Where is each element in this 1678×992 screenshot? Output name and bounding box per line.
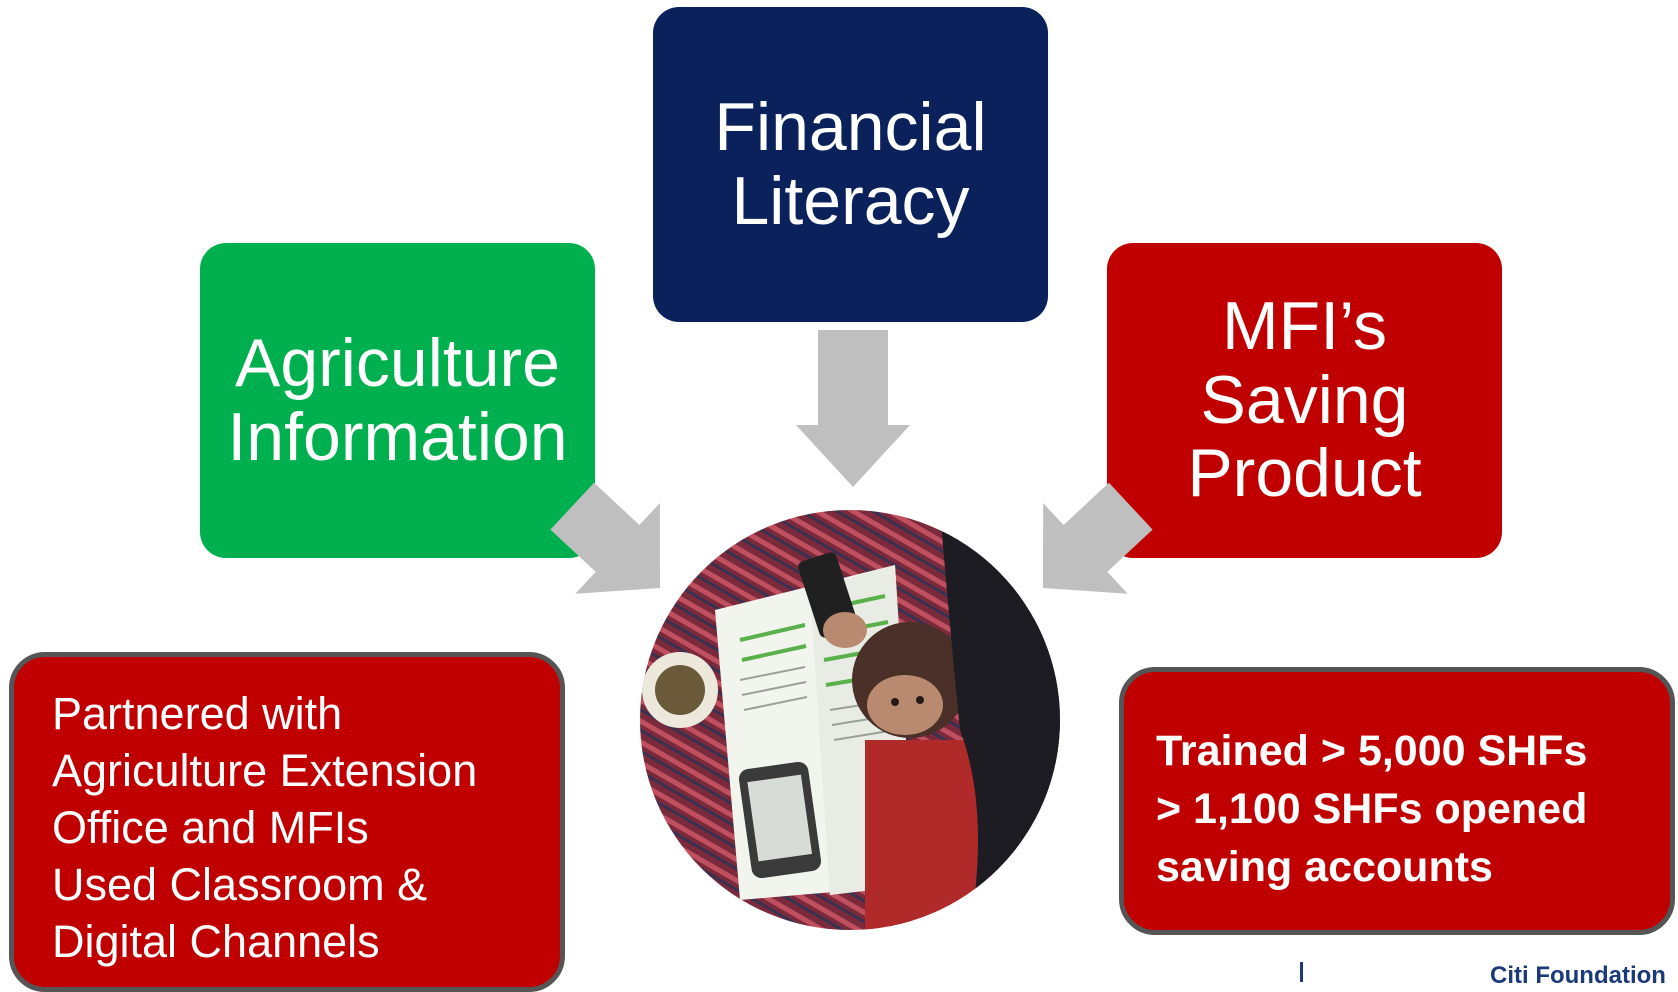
partnership-note-line: Partnered with: [52, 688, 343, 739]
farmer-photo: [640, 510, 1060, 930]
agriculture-information-label: Agriculture Information: [227, 325, 568, 475]
results-note-box: Trained > 5,000 SHFs > 1,100 SHFs opened…: [1119, 667, 1675, 935]
arrow-diagonal-left-icon: [550, 482, 660, 594]
agriculture-information-box: Agriculture Information: [200, 243, 595, 558]
partnership-note-line: Agriculture Extension: [52, 745, 478, 796]
partnership-note-line: Office and MFIs: [52, 802, 369, 853]
results-note-line: saving accounts: [1156, 843, 1493, 891]
financial-literacy-label: Financial Literacy: [714, 89, 987, 239]
results-note-line: Trained > 5,000 SHFs: [1156, 727, 1588, 775]
arrow-down-icon: [796, 330, 910, 487]
financial-literacy-box: Financial Literacy: [653, 7, 1048, 322]
mfi-saving-product-box: MFI’s Saving Product: [1107, 243, 1502, 558]
partnership-note-line: Used Classroom &: [52, 859, 428, 910]
results-note-line: > 1,100 SHFs opened: [1156, 785, 1588, 833]
footer-logo-mark: [1300, 962, 1303, 982]
partnership-note-line: Digital Channels: [52, 916, 380, 967]
mfi-saving-product-label: MFI’s Saving Product: [1187, 288, 1422, 512]
arrow-diagonal-right-icon: [1043, 482, 1153, 594]
citi-foundation-logo: Citi Foundation: [1490, 962, 1666, 989]
partnership-note-box: Partnered with Agriculture Extension Off…: [9, 652, 565, 992]
